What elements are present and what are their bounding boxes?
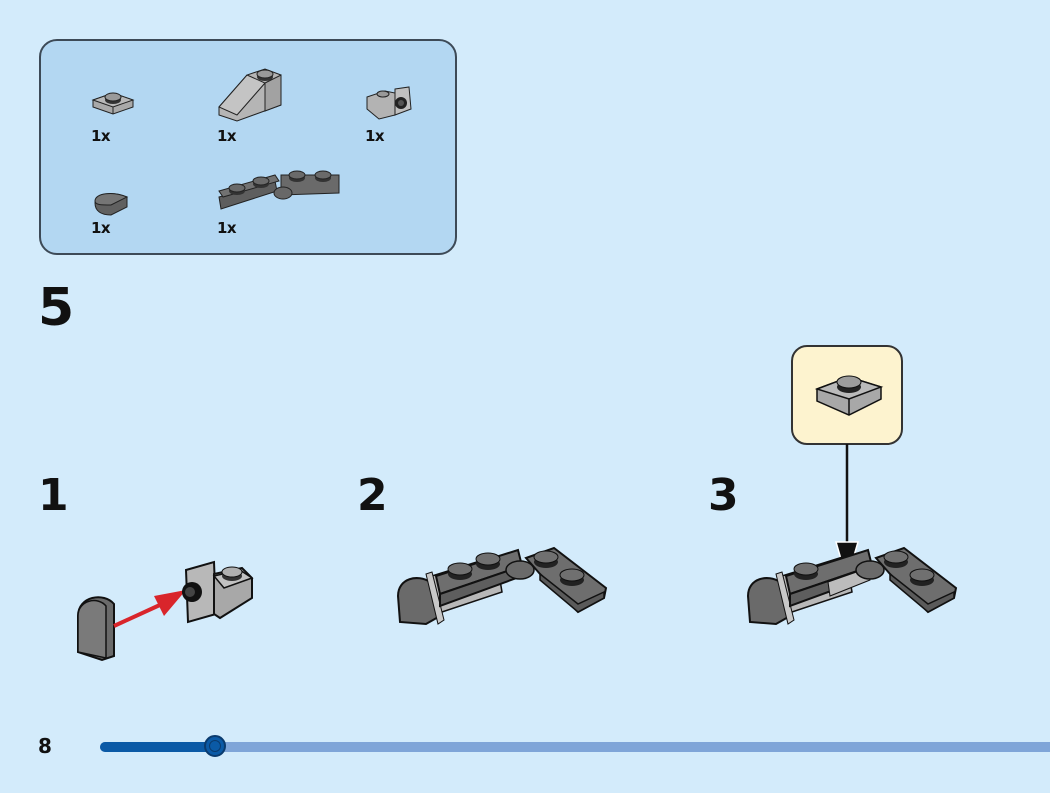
substep-number-1: 1 xyxy=(38,470,69,521)
part-slope-image xyxy=(217,65,283,123)
progress-fill xyxy=(100,742,216,752)
progress-bar[interactable] xyxy=(100,735,1050,757)
callout-new-part xyxy=(791,345,903,445)
part-quantity: 1x xyxy=(217,127,237,145)
substep-number-3: 3 xyxy=(708,470,739,521)
step-number: 5 xyxy=(38,278,75,338)
part-plate-1x1-image xyxy=(91,89,135,119)
part-hinge-plate-image xyxy=(217,169,341,217)
part-quantity: 1x xyxy=(91,219,111,237)
parts-list-panel: 1x 1x 1x 1x xyxy=(39,39,457,255)
part-bracket-image xyxy=(365,85,413,121)
part-quantity: 1x xyxy=(91,127,111,145)
substep-2-illustration xyxy=(396,536,610,632)
part-quantity: 1x xyxy=(217,219,237,237)
part-quantity: 1x xyxy=(365,127,385,145)
arrow-red-icon xyxy=(113,602,163,628)
part-half-round-tile-image xyxy=(93,191,131,217)
substep-number-2: 2 xyxy=(357,470,388,521)
progress-handle[interactable] xyxy=(204,735,227,757)
callout-plate-image xyxy=(815,375,884,416)
substep-3-illustration xyxy=(746,536,960,632)
substep-1-illustration xyxy=(74,556,264,666)
page-number: 8 xyxy=(38,734,52,758)
